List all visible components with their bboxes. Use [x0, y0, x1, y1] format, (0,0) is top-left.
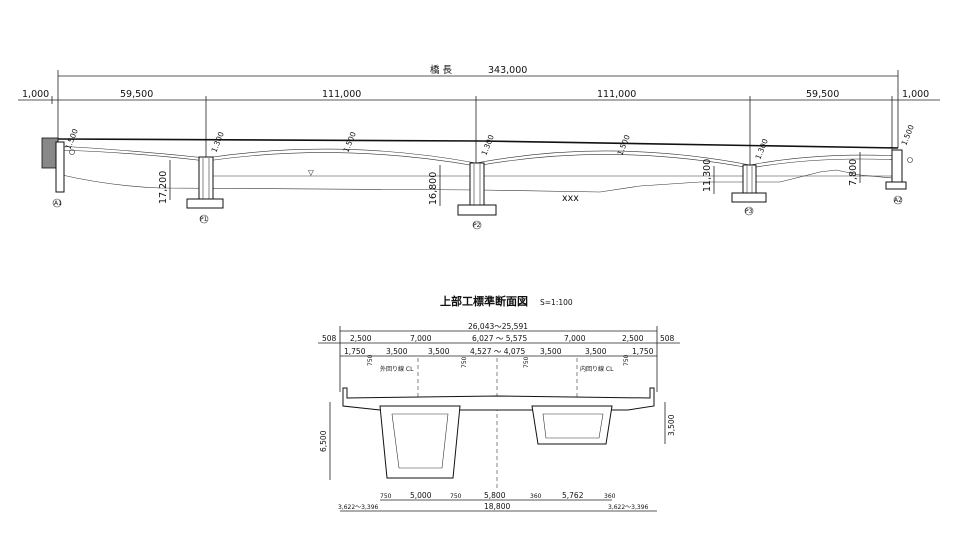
bridge-length-label: 橋 長 [430, 64, 453, 76]
bridge-length-value: 343,000 [488, 65, 527, 76]
section-title: 上部工標準断面図 [440, 294, 528, 308]
lane-label-left: 外回り線 CL [380, 365, 414, 373]
bottom1-750-b: 750 [450, 493, 462, 500]
bottom1-5000: 5,000 [410, 491, 432, 500]
span-5: 59,500 [806, 89, 839, 100]
wave-mark: xxx [562, 193, 579, 204]
box-girder-left [379, 405, 461, 479]
height-right: 3,500 [667, 414, 676, 436]
bottom2-right: 3,622～3,396 [608, 504, 649, 511]
lane-label-right: 内回り線 CL [580, 365, 614, 373]
pier-height-p3: 11,300 [702, 159, 713, 192]
row1-2500-right: 2,500 [622, 334, 644, 343]
support-a2: A2 [894, 197, 902, 204]
support-a1: A1 [54, 200, 62, 207]
height-left: 6,500 [319, 430, 328, 452]
row2-3500-d: 3,500 [585, 347, 607, 356]
ground-line [61, 169, 893, 193]
box-void-left [391, 413, 449, 469]
support-p3: P3 [745, 208, 753, 215]
elevation-view: 橋 長 343,000 1,000 59,500 111,000 111,000… [18, 64, 940, 230]
bottom2-18800: 18,800 [484, 502, 510, 511]
water-mark: ▽ [308, 168, 314, 177]
span-4: 111,000 [597, 89, 636, 100]
slope-6: 1.300 [754, 137, 770, 160]
span-ticks [51, 96, 893, 165]
row1-508-right: 508 [660, 334, 675, 343]
row2-small-left: 750 [461, 356, 468, 368]
support-p2: P2 [473, 222, 481, 229]
cross-section-view: 上部工標準断面図 S=1:100 26,043～25,591 508 2,500… [318, 294, 680, 512]
section-scale: S=1:100 [540, 298, 573, 307]
pier-p2 [457, 162, 497, 230]
slope-4: 1.300 [480, 133, 496, 156]
abutment-a2 [885, 149, 913, 205]
slope-7: 1.500 [900, 123, 916, 146]
abutment-a1 [41, 137, 75, 208]
row2-1750-left: 1,750 [344, 347, 366, 356]
row2-small-right: 750 [523, 356, 530, 368]
support-p1: P1 [200, 216, 208, 223]
row2-3500-b: 3,500 [428, 347, 450, 356]
span-2: 59,500 [120, 89, 153, 100]
bottom1-360-a: 360 [530, 493, 542, 500]
row1-7000-right: 7,000 [564, 334, 586, 343]
box-girder-right [531, 405, 613, 445]
slope-2: 1.300 [210, 130, 226, 153]
pier-height-p2: 16,800 [428, 172, 439, 205]
total-width: 26,043～25,591 [468, 322, 528, 331]
span-1: 1,000 [22, 89, 49, 100]
bottom1-750-a: 750 [380, 493, 392, 500]
row2-middle: 4,527 ～ 4,075 [470, 347, 525, 356]
span-3: 111,000 [322, 89, 361, 100]
row2-3500-a: 3,500 [386, 347, 408, 356]
pier-height-a2: 7,800 [848, 159, 859, 186]
box-void-right [542, 413, 604, 439]
bottom1-360-b: 360 [604, 493, 616, 500]
row1-middle: 6,027 ～ 5,575 [472, 334, 527, 343]
row2-750-right: 750 [623, 354, 630, 366]
row1-7000-left: 7,000 [410, 334, 432, 343]
row2-750-left: 750 [367, 354, 374, 366]
pier-p3 [731, 164, 767, 216]
row2-3500-c: 3,500 [540, 347, 562, 356]
row2-1750-right: 1,750 [632, 347, 654, 356]
girder-soffit-line [57, 145, 899, 166]
bottom1-5800: 5,800 [484, 491, 506, 500]
bottom1-5762: 5,762 [562, 491, 584, 500]
pier-p1 [186, 156, 224, 224]
row1-508-left: 508 [322, 334, 337, 343]
slope-3: 1.500 [342, 130, 358, 153]
bottom2-left: 3,622～3,396 [338, 504, 379, 511]
pier-height-p1: 17,200 [158, 171, 169, 204]
span-6: 1,000 [902, 89, 929, 100]
row1-2500-left: 2,500 [350, 334, 372, 343]
girder-top-line [57, 138, 899, 149]
slope-5: 1.500 [616, 133, 632, 156]
